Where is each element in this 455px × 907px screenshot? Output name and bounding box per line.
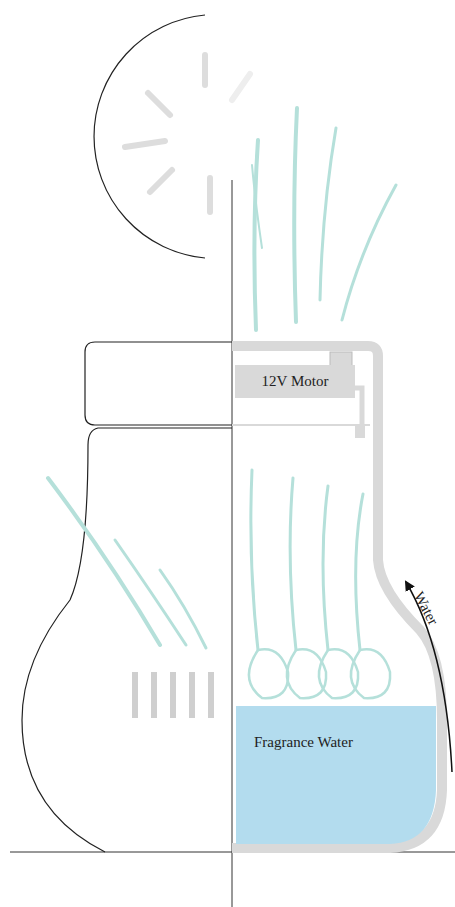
- vent-slot: [170, 672, 176, 718]
- mist-streak: [356, 494, 363, 650]
- vent-slot: [132, 672, 138, 718]
- mist-streak: [252, 165, 262, 248]
- water-fill: [232, 706, 444, 852]
- mist-swirl: [351, 649, 390, 698]
- vent-slot: [189, 672, 195, 718]
- mist-swirl: [249, 649, 288, 698]
- lid-outline: [85, 342, 232, 425]
- lid-divider: [232, 424, 370, 426]
- motor-box: 12V Motor: [235, 365, 355, 398]
- mist-streak: [254, 140, 258, 330]
- fan-ray: [148, 93, 170, 115]
- fan-ray: [125, 141, 165, 147]
- fan-ray: [150, 170, 172, 192]
- mist-streak: [251, 470, 258, 650]
- mist-streak: [323, 486, 328, 650]
- water-tube: [355, 388, 362, 428]
- center-line: [232, 180, 233, 907]
- mist-streak: [320, 128, 336, 300]
- vent-slot: [208, 672, 214, 718]
- vent-slot: [151, 672, 157, 718]
- node-text: 12V Motor: [262, 373, 329, 390]
- fan-ray: [232, 74, 250, 100]
- motor-terminal: [330, 352, 352, 366]
- fan-ray: [202, 55, 208, 85]
- body-outline: [22, 428, 232, 852]
- water-fill-shape: [236, 706, 436, 844]
- mist-streak: [290, 478, 296, 650]
- fan-arc: [94, 15, 205, 258]
- mist-streak: [342, 185, 396, 320]
- water-region: Fragrance Water: [232, 706, 444, 852]
- housing-wall: [232, 346, 442, 848]
- mist-streak: [160, 570, 206, 648]
- mist-streak: [48, 478, 160, 645]
- node-text: Fragrance Water: [254, 734, 353, 751]
- fan-ray: [207, 178, 213, 212]
- mist-swirl: [319, 649, 358, 698]
- mist-swirl: [287, 649, 326, 698]
- tube-nozzle: [355, 424, 365, 438]
- mist-streak: [294, 108, 297, 322]
